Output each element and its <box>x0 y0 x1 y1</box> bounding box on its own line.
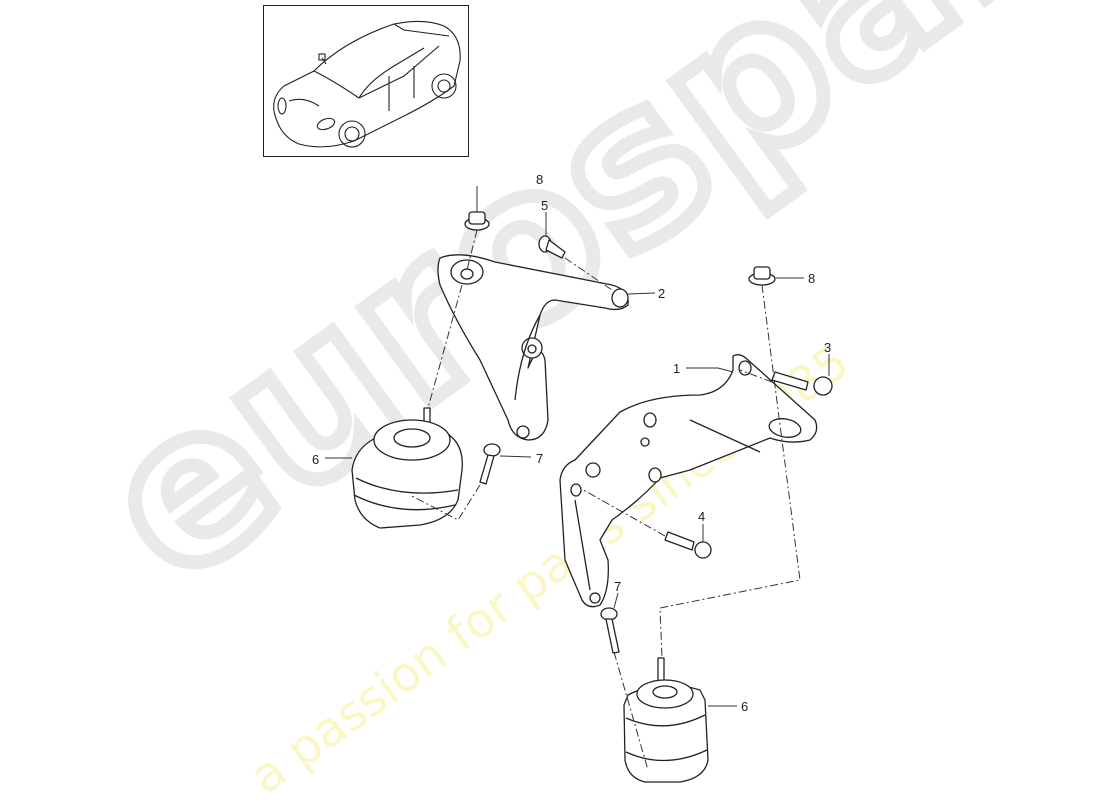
callout-7-lower[interactable]: 7 <box>614 579 622 594</box>
nut-part-8-right <box>748 266 776 286</box>
bracket-right-part-1 <box>559 354 818 608</box>
callout-4[interactable]: 4 <box>698 509 706 524</box>
bolt-part-5 <box>538 235 566 259</box>
callout-8-upper[interactable]: 8 <box>536 172 544 187</box>
bolt-part-7-upper <box>479 443 501 485</box>
callout-2[interactable]: 2 <box>658 286 666 301</box>
car-thumbnail <box>263 5 469 157</box>
car-icon <box>273 20 461 148</box>
callout-8-right[interactable]: 8 <box>808 271 816 286</box>
nut-part-8-upper <box>464 211 490 231</box>
callout-7-upper[interactable]: 7 <box>536 451 544 466</box>
callout-6-lower[interactable]: 6 <box>741 699 749 714</box>
callout-3[interactable]: 3 <box>824 340 832 355</box>
callout-6-upper[interactable]: 6 <box>312 452 320 467</box>
bracket-left-part-2 <box>437 254 629 441</box>
bolt-part-4 <box>664 531 712 559</box>
engine-mount-part-6-upper <box>351 407 463 529</box>
callout-5[interactable]: 5 <box>541 198 549 213</box>
bolt-part-3 <box>771 371 833 396</box>
callout-1[interactable]: 1 <box>673 361 681 376</box>
engine-mount-part-6-lower <box>623 657 709 783</box>
bolt-part-7-lower <box>600 607 620 654</box>
